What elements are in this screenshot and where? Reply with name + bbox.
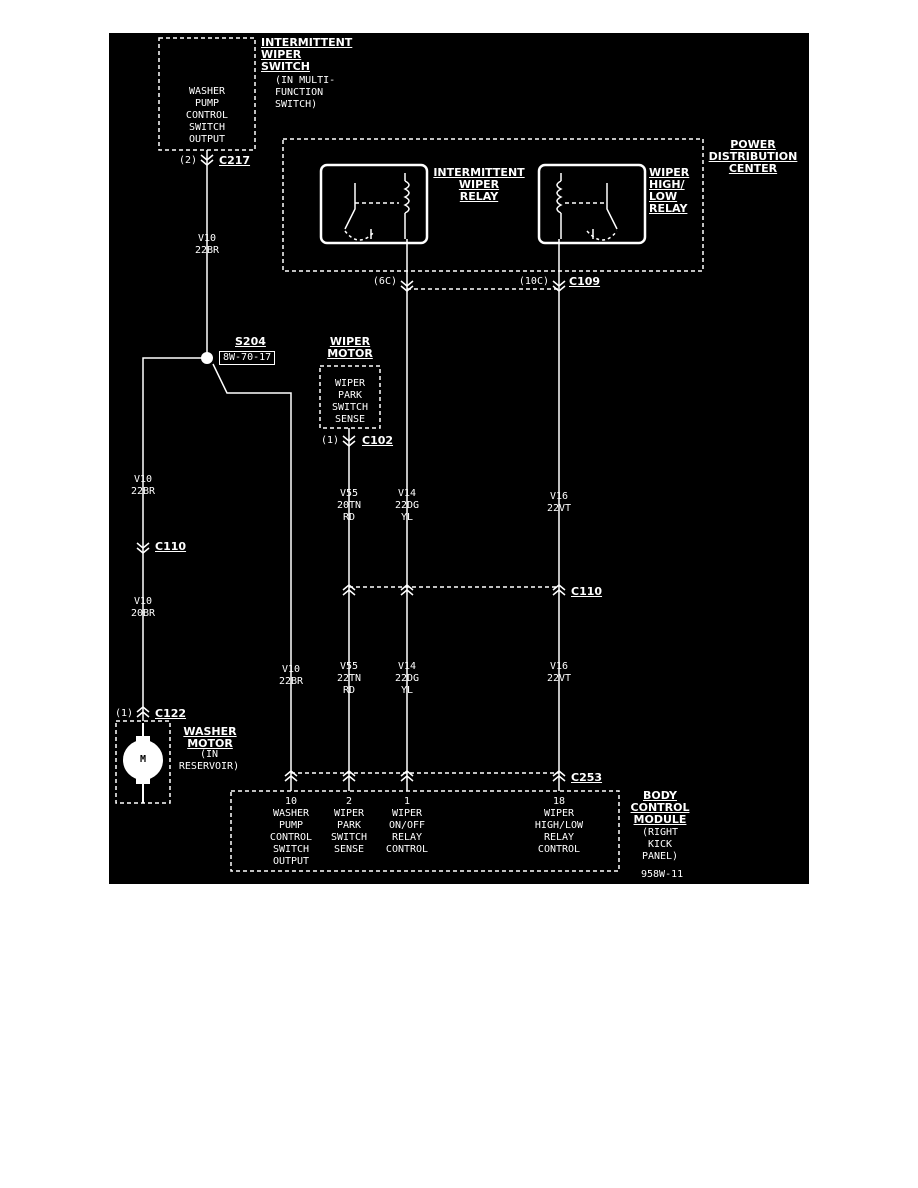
c110-v55-chevron [342, 584, 356, 596]
c253-v14-chevron [400, 770, 414, 782]
wire-v10-right [212, 363, 292, 791]
bcm-pin-10-label: WASHER PUMP CONTROL SWITCH OUTPUT [269, 808, 313, 867]
washer-motor-symbol-label: M [139, 754, 147, 765]
wiring-schematic [115, 37, 704, 872]
wire-label-v55-lower: V55 22TN RD [336, 661, 362, 696]
c217-chevron [200, 154, 214, 166]
wiper-motor-box [319, 365, 381, 429]
c253-v16-chevron [552, 770, 566, 782]
c122-name: C122 [155, 707, 187, 720]
bcm-pin-18-number: 18 [552, 796, 566, 807]
figure-id: 958W-11 [641, 869, 684, 880]
bcm-pin-18-label: WIPER HIGH/LOW RELAY CONTROL [534, 808, 584, 855]
connector-chevrons [136, 154, 566, 782]
wire-label-v55-upper: V55 20TN RD [336, 488, 362, 523]
body-control-module-title: BODY CONTROL MODULE [630, 789, 690, 826]
washer-pump-switch-output-label: WASHER PUMP CONTROL SWITCH OUTPUT [185, 86, 229, 145]
c109-left-chevron [400, 280, 414, 292]
wire-label-v10-right-lower: V10 22BR [278, 664, 304, 687]
wire-label-v10-top: V10 22BR [194, 233, 220, 256]
c110-left-chevron [136, 542, 150, 554]
c122-cavity: (1) [114, 708, 133, 719]
wire-label-v10-left-upper: V10 22BR [130, 474, 156, 497]
intermittent-wiper-switch-title: INTERMITTENT WIPER SWITCH [261, 36, 353, 73]
washer-motor-symbol [123, 723, 163, 803]
c122-chevron [136, 706, 150, 718]
intermittent-wiper-switch-note: (IN MULTI- FUNCTION SWITCH) [275, 75, 336, 110]
wiper-high-low-relay-box [537, 163, 647, 245]
c110-left-name: C110 [155, 540, 187, 553]
high-low-relay-internals [556, 173, 618, 241]
body-control-module-box [230, 790, 620, 872]
c110-v16-chevron [552, 584, 566, 596]
splice-s204-name: S204 [235, 335, 266, 348]
c109-right-chevron [552, 280, 566, 292]
wire-label-v16-upper: V16 22VT [546, 491, 572, 514]
c109-cavity-right: (10C) [518, 276, 549, 287]
wiper-park-switch-sense-label: WIPER PARK SWITCH SENSE [331, 378, 369, 425]
c253-name: C253 [571, 771, 603, 784]
bcm-pin-1-label: WIPER ON/OFF RELAY CONTROL [385, 808, 429, 855]
washer-motor-note: (IN RESERVOIR) [178, 749, 240, 772]
bcm-pin-2-label: WIPER PARK SWITCH SENSE [330, 808, 368, 855]
wire-label-v14-upper: V14 22DG YL [394, 488, 420, 523]
power-distribution-center-box [282, 138, 704, 272]
splice-s204-ref: 8W-70-17 [219, 351, 276, 365]
wire-v10-left [142, 357, 207, 721]
c102-cavity: (1) [320, 435, 339, 446]
wiring-diagram: INTERMITTENT WIPER SWITCH (IN MULTI- FUN… [109, 33, 809, 884]
bcm-pin-2-number: 2 [345, 796, 353, 807]
c217-cavity: (2) [178, 155, 197, 166]
intermittent-wiper-relay-box [319, 163, 429, 245]
c217-name: C217 [219, 154, 251, 167]
intermittent-wiper-relay-title: INTERMITTENT WIPER RELAY [433, 166, 525, 203]
c102-name: C102 [362, 434, 394, 447]
splice-s204-dot [201, 352, 213, 364]
wiper-motor-title: WIPER MOTOR [327, 335, 373, 360]
wire-label-v10-left-lower: V10 20BR [130, 596, 156, 619]
body-control-module-note: (RIGHT KICK PANEL) [641, 827, 679, 862]
bcm-pin-1-number: 1 [403, 796, 411, 807]
c110-v14-chevron [400, 584, 414, 596]
bcm-pin-10-number: 10 [284, 796, 298, 807]
washer-motor-title: WASHER MOTOR [183, 725, 237, 750]
c109-name: C109 [569, 275, 601, 288]
c110-right-name: C110 [571, 585, 603, 598]
power-distribution-center-title: POWER DISTRIBUTION CENTER [708, 138, 798, 175]
intermittent-relay-internals [344, 173, 410, 241]
wire-label-v16-lower: V16 22VT [546, 661, 572, 684]
wiper-high-low-relay-title: WIPER HIGH/ LOW RELAY [649, 166, 690, 215]
c109-cavity-left: (6C) [372, 276, 397, 287]
c253-v10-chevron [284, 770, 298, 782]
wire-label-v14-lower: V14 22DG YL [394, 661, 420, 696]
c102-chevron [342, 435, 356, 447]
c253-v55-chevron [342, 770, 356, 782]
